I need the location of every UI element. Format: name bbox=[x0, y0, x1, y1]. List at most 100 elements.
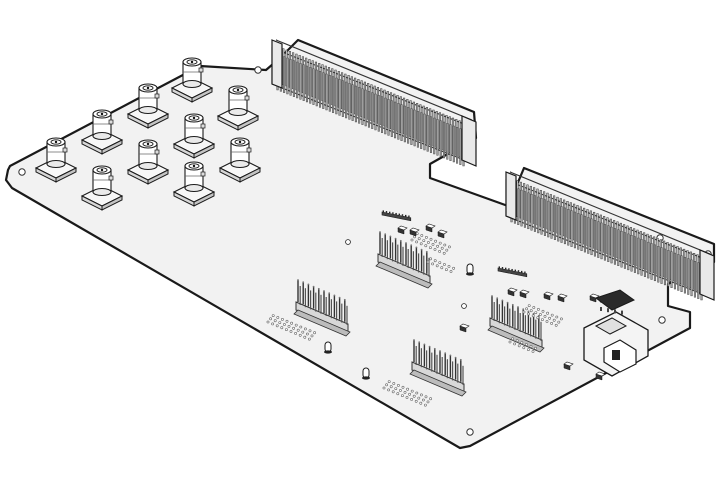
connector-pin bbox=[322, 72, 325, 109]
via-hole bbox=[434, 239, 438, 243]
via-hole-row bbox=[266, 314, 317, 341]
connector-pin bbox=[456, 127, 459, 164]
header-pin-tip bbox=[511, 303, 514, 306]
connector-pin bbox=[452, 125, 455, 163]
header-pin-tip bbox=[496, 297, 499, 300]
via-hole bbox=[294, 323, 298, 327]
via-hole bbox=[440, 246, 444, 250]
bnc-base-side bbox=[101, 195, 123, 211]
via-hole bbox=[449, 270, 453, 273]
header-pin-tip bbox=[439, 350, 441, 352]
via-hole bbox=[273, 319, 277, 323]
connector-pin bbox=[374, 93, 377, 131]
via-hole bbox=[271, 314, 275, 318]
via-hole bbox=[532, 306, 536, 309]
connector-pin bbox=[537, 196, 540, 234]
header-pin-tip bbox=[399, 239, 402, 242]
bnc-center-pin bbox=[238, 140, 242, 144]
connector-pin bbox=[446, 123, 449, 160]
via-hole bbox=[520, 341, 524, 345]
via-hole bbox=[438, 261, 442, 265]
via-hole bbox=[308, 329, 312, 333]
via-hole bbox=[269, 317, 273, 321]
bnc-base-side bbox=[147, 169, 169, 185]
via-hole bbox=[420, 234, 424, 237]
power-connector bbox=[583, 289, 649, 377]
connector-pin bbox=[627, 233, 630, 271]
connector-pin bbox=[617, 229, 620, 266]
smd-top bbox=[397, 225, 408, 231]
connector-pin bbox=[341, 80, 344, 117]
bnc-barrel-bottom bbox=[228, 108, 248, 116]
connector-pin bbox=[338, 79, 341, 116]
smd-top bbox=[459, 323, 470, 329]
via-hole-row bbox=[508, 337, 538, 353]
smd-top bbox=[595, 371, 606, 377]
connector-pin bbox=[547, 200, 550, 238]
connector-pin bbox=[459, 128, 462, 165]
via-hole bbox=[438, 249, 442, 253]
connector-pin bbox=[677, 254, 680, 291]
connector-pin bbox=[335, 77, 338, 115]
via-hole bbox=[433, 259, 437, 263]
via-hole bbox=[275, 324, 279, 328]
connector-pin bbox=[319, 71, 322, 108]
led-base bbox=[362, 376, 370, 380]
header-pin-tip bbox=[415, 246, 418, 249]
header-pin-tip bbox=[312, 285, 315, 288]
header-pin-tip bbox=[384, 233, 387, 236]
connector-pin bbox=[600, 222, 603, 260]
via-hole bbox=[515, 339, 519, 343]
via-hole bbox=[391, 390, 395, 394]
connector-pin bbox=[667, 250, 670, 287]
via-hole bbox=[426, 241, 430, 244]
via-hole bbox=[431, 242, 435, 246]
via-hole bbox=[531, 350, 535, 353]
smd-part bbox=[563, 361, 574, 371]
header-pin-tip bbox=[433, 347, 436, 350]
mounting-hole bbox=[658, 316, 666, 324]
connector-pin bbox=[394, 101, 397, 139]
via-hole bbox=[537, 307, 540, 311]
connector-pin bbox=[289, 59, 292, 96]
led-base bbox=[324, 350, 332, 354]
connector-pin bbox=[312, 68, 315, 105]
connector-pin bbox=[439, 120, 442, 157]
via-hole bbox=[292, 326, 296, 330]
header-pin-tip bbox=[410, 244, 413, 247]
smd-part bbox=[409, 227, 420, 237]
bnc-connector bbox=[80, 109, 124, 155]
bnc-center-pin bbox=[100, 168, 104, 172]
led bbox=[324, 341, 332, 354]
connector-pin bbox=[603, 224, 606, 261]
via-hole bbox=[303, 335, 307, 339]
connector-pin bbox=[543, 199, 546, 236]
header-pin-tip bbox=[428, 345, 431, 348]
connector-pin bbox=[567, 209, 570, 246]
regulator-chip bbox=[594, 289, 635, 311]
ic-pin bbox=[501, 267, 504, 269]
bnc-base-side bbox=[101, 139, 123, 155]
header-pin-tip bbox=[333, 294, 336, 297]
via-hole bbox=[414, 399, 418, 403]
via-hole bbox=[534, 346, 538, 350]
connector-end-block bbox=[699, 249, 715, 301]
mounting-hole bbox=[18, 168, 26, 176]
via-hole bbox=[422, 239, 426, 243]
connector-pin bbox=[423, 113, 426, 151]
connector-pin bbox=[416, 111, 419, 148]
connector-pin bbox=[283, 56, 286, 93]
header-pin-tip bbox=[413, 339, 415, 341]
via-hole bbox=[387, 380, 391, 384]
bnc-barrel-bottom bbox=[230, 160, 250, 168]
via-hole bbox=[389, 385, 393, 389]
smd-top bbox=[589, 293, 600, 299]
via-hole bbox=[431, 262, 435, 266]
led bbox=[466, 263, 474, 276]
via-hole bbox=[539, 313, 542, 316]
bnc-base-side bbox=[147, 113, 169, 129]
connector-pin bbox=[348, 83, 351, 120]
connector-pin bbox=[426, 115, 429, 152]
connector-pin bbox=[687, 258, 690, 295]
